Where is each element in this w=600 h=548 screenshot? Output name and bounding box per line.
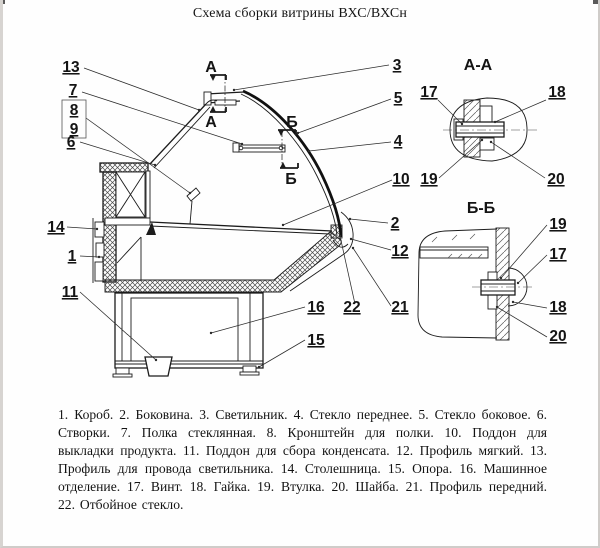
- callout-2: 2: [391, 215, 400, 232]
- callout-16: 16: [307, 299, 325, 316]
- back-wall-top-cap: [99, 162, 149, 173]
- callout-12: 12: [391, 243, 408, 260]
- lamp: [214, 99, 237, 106]
- section-b-letter-top: Б: [286, 114, 298, 131]
- detail-bb-callout-18: 18: [549, 299, 567, 316]
- callout-15: 15: [307, 332, 325, 349]
- callout-13: 13: [62, 59, 80, 76]
- detail-aa-callout-20: 20: [547, 171, 564, 188]
- callout-3: 3: [393, 57, 402, 74]
- callout-22: 22: [343, 299, 360, 316]
- detail-bb-callout-19: 19: [549, 216, 567, 233]
- callout-8-9-box: [61, 99, 87, 139]
- section-mark-b: Б Б: [278, 114, 299, 188]
- detail-view-bb: Б-Б 19 17 18 20: [417, 200, 567, 345]
- callout-8: 8: [70, 102, 79, 119]
- tray-back-flange: [146, 222, 156, 235]
- detail-bb-nut: [487, 271, 498, 281]
- section-b-letter-bottom: Б: [285, 171, 297, 188]
- detail-aa-bolt: [455, 121, 505, 138]
- callout-5: 5: [394, 90, 403, 107]
- section-a-letter-bottom: А: [205, 114, 217, 131]
- detail-view-aa: А-А 17 18 19 20: [420, 57, 566, 188]
- detail-aa-title: А-А: [464, 57, 493, 74]
- tub-floor-insulation: [104, 231, 342, 293]
- detail-bb-shelf: [419, 246, 489, 259]
- callout-11: 11: [62, 284, 79, 301]
- front-glass-inner-line: [240, 93, 338, 237]
- bracket-clip: [186, 187, 201, 202]
- leader-lines: [66, 64, 393, 369]
- machine-compartment: [112, 292, 264, 378]
- detail-bb-leaders: [495, 224, 548, 338]
- canopy: [149, 91, 245, 169]
- callout-4: 4: [394, 133, 403, 150]
- support-foot-left: [115, 367, 130, 375]
- countertop: [104, 217, 333, 235]
- support-foot-right: [242, 365, 257, 373]
- detail-bb-callout-20: 20: [549, 328, 566, 345]
- detail-aa-callout-17: 17: [420, 84, 437, 101]
- wire-profile: [203, 91, 212, 106]
- callout-6: 6: [67, 134, 76, 151]
- section-mark-a: А А: [205, 59, 227, 131]
- page-title: Схема сборки витрины ВХС/ВХСн: [192, 6, 408, 21]
- rear-doors-panel: [115, 170, 151, 219]
- back-wall-insulation: [102, 171, 117, 283]
- callout-7: 7: [69, 82, 78, 99]
- detail-aa-nut: [479, 105, 493, 123]
- callout-14: 14: [47, 219, 65, 236]
- callout-10: 10: [392, 171, 409, 188]
- callout-labels: 13 7 8 9 6 14 1 11 3 5 4 10 2 12 21 22 1…: [47, 57, 409, 349]
- glass-shelf: [232, 142, 286, 153]
- soft-profile: [332, 239, 349, 248]
- callout-9: 9: [70, 121, 79, 138]
- side-panel-outline: [289, 211, 354, 292]
- detail-bb-bolt: [480, 279, 516, 296]
- page-corner-mark-right: [593, 0, 600, 4]
- shelf-bracket: [232, 142, 240, 153]
- callout-1: 1: [68, 248, 77, 265]
- main-view: А А Б Б: [47, 57, 410, 378]
- detail-bb-washer: [487, 294, 498, 310]
- detail-aa-callout-19: 19: [420, 171, 438, 188]
- section-a-letter-top: А: [205, 59, 217, 76]
- front-glass-curve: [242, 89, 343, 238]
- detail-aa-leaders: [437, 99, 547, 179]
- callout-21: 21: [391, 299, 409, 316]
- detail-aa-callout-18: 18: [548, 84, 566, 101]
- detail-bb-title: Б-Б: [467, 200, 495, 217]
- parts-legend: 1. Короб. 2. Боковина. 3. Светильник. 4.…: [58, 407, 547, 513]
- left-brackets: [92, 218, 105, 283]
- condensate-tray: [144, 356, 173, 377]
- detail-bb-callout-17: 17: [549, 246, 566, 263]
